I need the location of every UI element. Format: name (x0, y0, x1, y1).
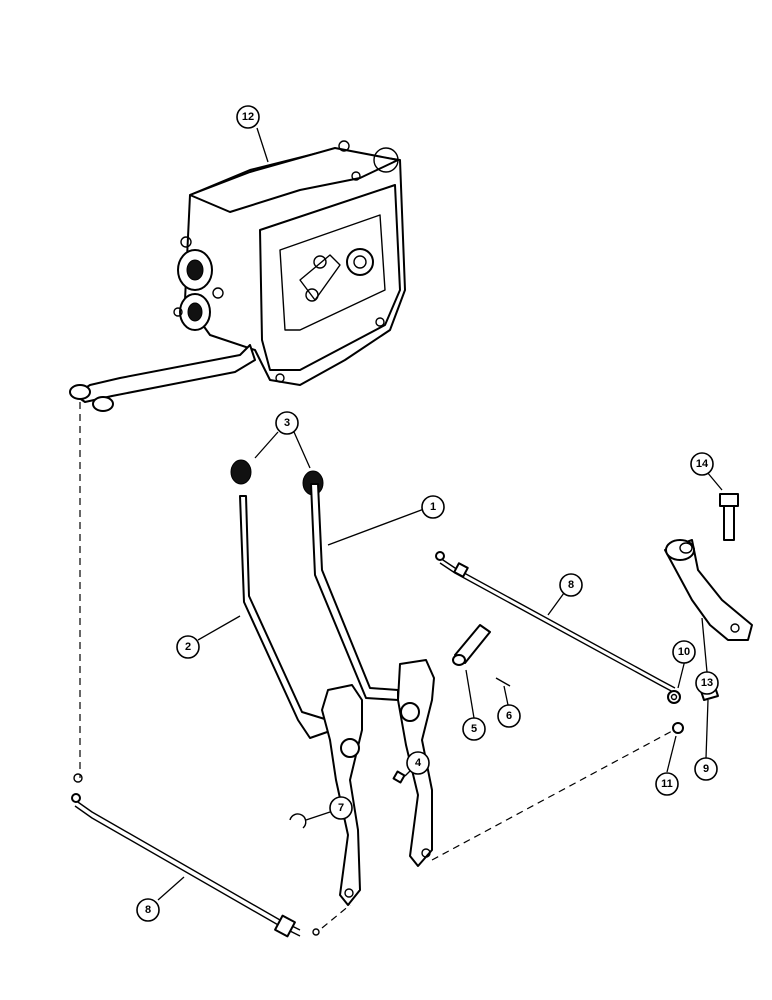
callout-2: 2 (176, 635, 200, 659)
callout-13: 13 (695, 671, 719, 695)
callout-6: 6 (497, 704, 521, 728)
callout-1: 1 (421, 495, 445, 519)
callout-9: 9 (694, 757, 718, 781)
callout-4: 4 (406, 751, 430, 775)
svg-text:9: 9 (703, 763, 709, 775)
bolt (719, 493, 739, 541)
callout-5: 5 (462, 717, 486, 741)
svg-text:4: 4 (415, 757, 422, 769)
svg-text:2: 2 (185, 641, 191, 653)
svg-text:1: 1 (430, 501, 436, 513)
svg-text:10: 10 (678, 646, 690, 658)
dashed-link-bottom (321, 904, 351, 929)
callout-3: 3 (275, 411, 299, 435)
bell-crank-bracket (664, 539, 753, 641)
svg-text:13: 13 (701, 677, 713, 689)
svg-text:8: 8 (568, 579, 574, 591)
svg-text:5: 5 (471, 723, 477, 735)
svg-text:7: 7 (338, 802, 344, 814)
svg-text:3: 3 (284, 417, 290, 429)
control-valve-housing (69, 140, 406, 412)
linkage-rod-lower (71, 793, 320, 938)
callout-10: 10 (672, 640, 696, 664)
callout-11: 11 (655, 772, 679, 796)
callout-14: 14 (690, 452, 714, 476)
callout-8-upper: 8 (559, 573, 583, 597)
dashed-link-right (431, 729, 675, 861)
left-control-lever (239, 495, 363, 906)
svg-text:8: 8 (145, 904, 151, 916)
svg-text:14: 14 (696, 458, 709, 470)
leader-lines (157, 127, 723, 901)
svg-text:11: 11 (661, 778, 673, 790)
svg-text:6: 6 (506, 710, 512, 722)
small-hardware (73, 683, 719, 829)
svg-text:12: 12 (242, 111, 254, 123)
callout-8-lower: 8 (136, 898, 160, 922)
pin-and-cotter (452, 624, 511, 687)
linkage-rod-upper (435, 551, 676, 694)
callout-12: 12 (236, 105, 260, 129)
callout-7: 7 (329, 796, 353, 820)
